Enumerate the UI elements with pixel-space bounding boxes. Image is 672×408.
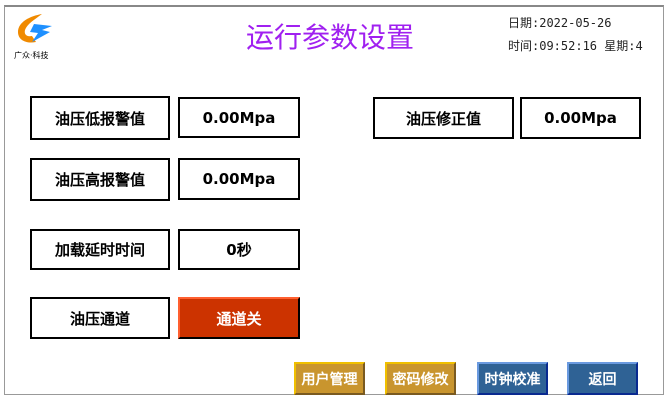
load-delay-input[interactable]: 0秒 xyxy=(178,229,300,270)
oil-channel-toggle[interactable]: 通道关 xyxy=(178,297,300,339)
logo-icon xyxy=(18,14,52,43)
time-label: 时间: xyxy=(508,39,540,53)
date-value: 2022-05-26 xyxy=(539,16,612,30)
oil-low-alarm-input[interactable]: 0.00Mpa xyxy=(178,97,300,138)
oil-correction-label: 油压修正值 xyxy=(373,97,514,139)
user-management-button[interactable]: 用户管理 xyxy=(294,362,365,395)
oil-high-alarm-input[interactable]: 0.00Mpa xyxy=(178,158,300,200)
back-button[interactable]: 返回 xyxy=(567,362,638,395)
password-change-button[interactable]: 密码修改 xyxy=(385,362,456,395)
logo-text: 广众·科技 xyxy=(14,51,49,60)
page-title: 运行参数设置 xyxy=(246,21,415,54)
oil-correction-input[interactable]: 0.00Mpa xyxy=(520,97,641,139)
oil-low-alarm-label: 油压低报警值 xyxy=(30,96,170,140)
time-value: 09:52:16 xyxy=(539,39,598,53)
date-label: 日期: xyxy=(508,16,540,30)
load-delay-label: 加载延时时间 xyxy=(30,229,170,270)
oil-high-alarm-label: 油压高报警值 xyxy=(30,158,170,201)
time-display: 时间:09:52:16 星期:4 xyxy=(508,37,643,54)
weekday-value: 4 xyxy=(635,39,643,53)
weekday-label: 星期: xyxy=(604,39,636,53)
oil-channel-label: 油压通道 xyxy=(30,297,170,339)
date-display: 日期:2022-05-26 xyxy=(508,14,611,31)
logo: 广众·科技 xyxy=(12,12,57,60)
clock-calibration-button[interactable]: 时钟校准 xyxy=(477,362,548,395)
